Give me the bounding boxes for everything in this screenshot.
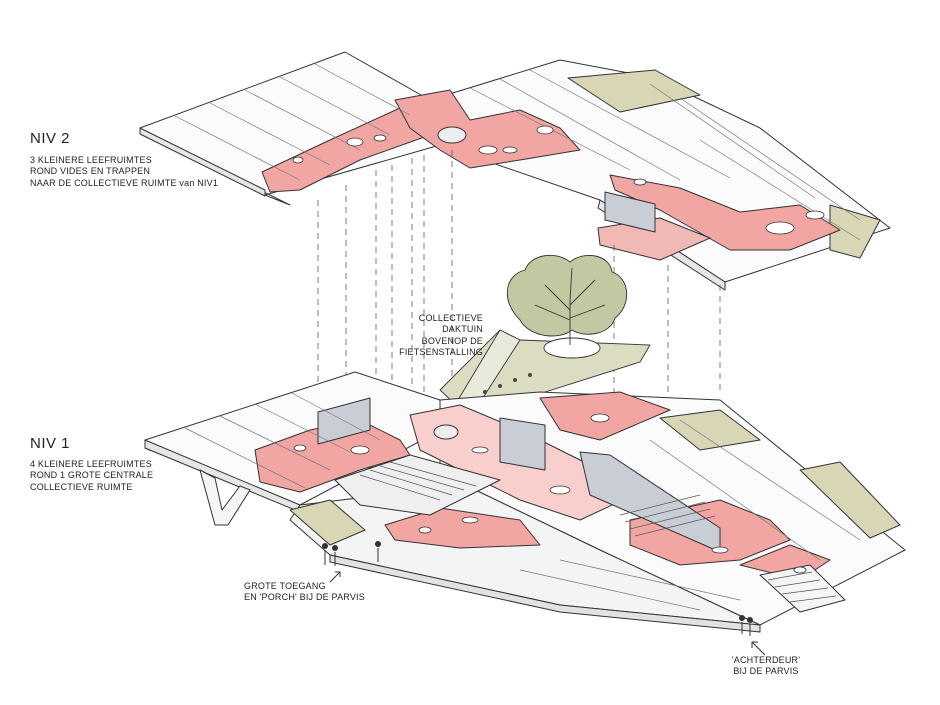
niv2-title: NIV 2: [30, 130, 71, 147]
niv2-line-3: NAAR DE COLLECTIEVE RUIMTE van NIV1: [30, 177, 219, 188]
niv2-line-1: 3 KLEINERE LEEFRUIMTES: [30, 155, 152, 165]
niv2-void-wall: [604, 191, 656, 233]
achterdeur-line-2: BIJ DE PARVIS: [733, 666, 799, 677]
niv1-olive-right: [799, 461, 901, 539]
niv2-left-wing-edge: [139, 127, 266, 197]
daktuin-label: COLLECTIEVE DAKTUIN BOVENOP DE FIETSENST…: [395, 313, 483, 358]
niv2-line-2: ROND VIDES EN TRAPPEN: [30, 166, 151, 177]
niv1-line-1: 4 KLEINERE LEEFRUIMTES: [30, 459, 152, 469]
niv1-line-2: ROND 1 GROTE CENTRALE: [30, 470, 154, 481]
projection-lines: [317, 150, 721, 425]
tree-planter: [543, 337, 601, 359]
achterdeur-label: 'ACHTERDEUR' BIJ DE PARVIS: [724, 655, 808, 678]
niv1-spiral-stair: [433, 424, 459, 440]
tree-crown: [506, 254, 628, 337]
daktuin-line-4: FIETSENSTALLING: [399, 346, 483, 357]
niv2-description: 3 KLEINERE LEEFRUIMTES ROND VIDES EN TRA…: [30, 155, 218, 189]
niv1-column: [199, 469, 251, 526]
niv1-bottom-edge: [329, 554, 761, 633]
niv1-description: 4 KLEINERE LEEFRUIMTES ROND 1 GROTE CENT…: [30, 459, 153, 493]
niv1-olive-left: [289, 499, 366, 546]
daktuin-line-2: DAKTUIN: [442, 324, 483, 335]
level-1-floor: [144, 371, 906, 636]
niv1-void: [334, 454, 501, 516]
niv1-title: NIV 1: [30, 435, 71, 452]
annotation-arrows: [329, 571, 766, 656]
niv2-pink-center: [394, 89, 581, 169]
niv1-line-3: COLLECTIEVE RUIMTE: [30, 481, 133, 492]
toegang-line-1: GROTE TOEGANG: [244, 581, 326, 591]
daktuin-line-1: COLLECTIEVE: [418, 313, 483, 323]
level-2-floor: [139, 51, 891, 291]
niv2-spiral-stair: [437, 126, 467, 144]
daktuin-line-3: BOVENOP DE: [421, 335, 483, 346]
achterdeur-line-1: 'ACHTERDEUR': [731, 655, 801, 665]
niv1-wall-center: [499, 417, 546, 471]
niv1-back-stairs: [759, 564, 846, 613]
niv2-olive-corner: [829, 204, 881, 259]
niv1-wall-long: [579, 451, 721, 553]
toegang-line-2: EN 'PORCH' BIJ DE PARVIS: [244, 592, 365, 603]
niv1-olive-back: [659, 409, 761, 451]
niv2-olive-area: [567, 69, 701, 113]
toegang-label: GROTE TOEGANG EN 'PORCH' BIJ DE PARVIS: [244, 581, 365, 604]
